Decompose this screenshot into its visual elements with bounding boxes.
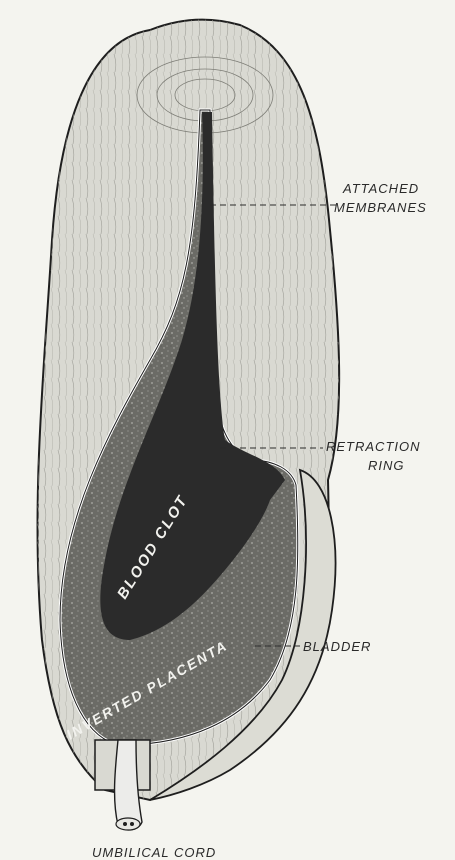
cord-end [116, 818, 140, 830]
label-umbilical-cord: UMBILICAL CORD [92, 845, 216, 860]
label-membranes: MEMBRANES [334, 200, 427, 215]
cord-vessel [130, 822, 134, 826]
label-retraction: RETRACTION [326, 439, 421, 454]
label-ring: RING [368, 458, 405, 473]
label-attached: ATTACHED [342, 181, 419, 196]
cord-vessel [123, 822, 127, 826]
label-bladder: BLADDER [303, 639, 371, 654]
